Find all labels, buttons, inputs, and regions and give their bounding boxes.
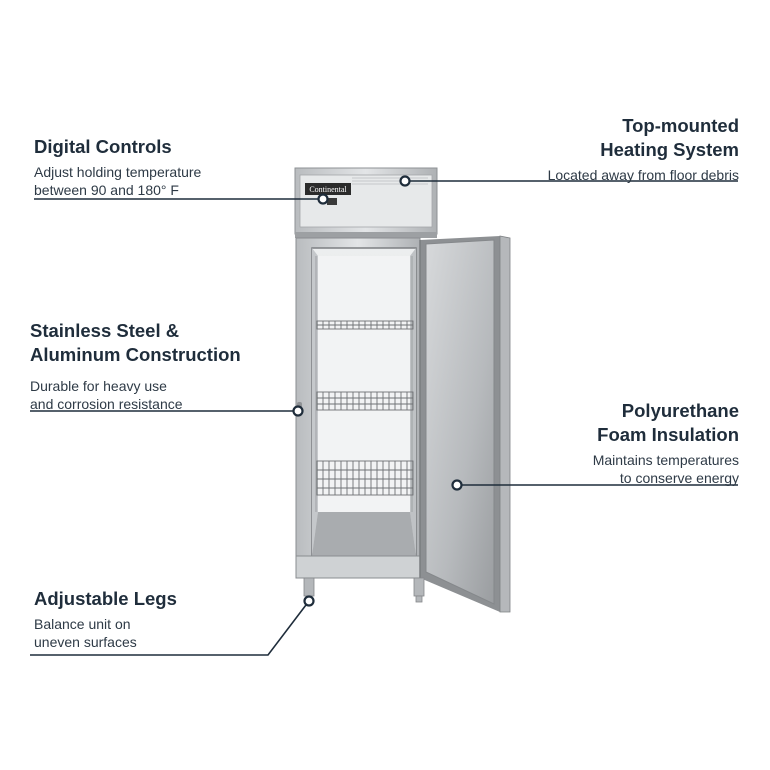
dot-digital-controls (317, 193, 329, 205)
heating-system-title: Top-mounted Heating System (600, 115, 739, 160)
shelf-middle (316, 391, 414, 411)
heating-system-desc: Located away from floor debris (547, 167, 739, 183)
callout-digital-controls: Digital Controls Adjust holding temperat… (34, 135, 201, 199)
callout-legs: Adjustable Legs Balance unit on uneven s… (34, 587, 177, 651)
control-housing: Continental (294, 167, 438, 238)
insulation-desc: Maintains temperatures to conserve energ… (592, 452, 739, 486)
construction-desc: Durable for heavy use and corrosion resi… (30, 378, 183, 412)
insulation-title: Polyurethane Foam Insulation (597, 400, 739, 445)
shelf-top (316, 320, 414, 330)
brand-plate (305, 183, 351, 195)
dot-insulation (451, 479, 463, 491)
open-door (419, 235, 511, 613)
callout-heating-system: Top-mounted Heating System Located away … (439, 114, 739, 184)
digital-controls-desc: Adjust holding temperature between 90 an… (34, 164, 202, 198)
shelf-bottom (316, 460, 414, 496)
construction-title: Stainless Steel & Aluminum Construction (30, 320, 241, 365)
leader-legs (30, 600, 310, 656)
callout-insulation: Polyurethane Foam Insulation Maintains t… (479, 399, 739, 487)
wire-shelves (316, 320, 414, 496)
brand-label: Continental (309, 185, 347, 194)
digital-controls-title: Digital Controls (34, 136, 172, 157)
legs-desc: Balance unit on uneven surfaces (34, 616, 137, 650)
dot-heating-system (399, 175, 411, 187)
dot-construction (292, 405, 304, 417)
legs-title: Adjustable Legs (34, 588, 177, 609)
dot-legs (303, 595, 315, 607)
callout-construction: Stainless Steel & Aluminum Construction … (30, 319, 241, 413)
display-panel (327, 198, 337, 205)
